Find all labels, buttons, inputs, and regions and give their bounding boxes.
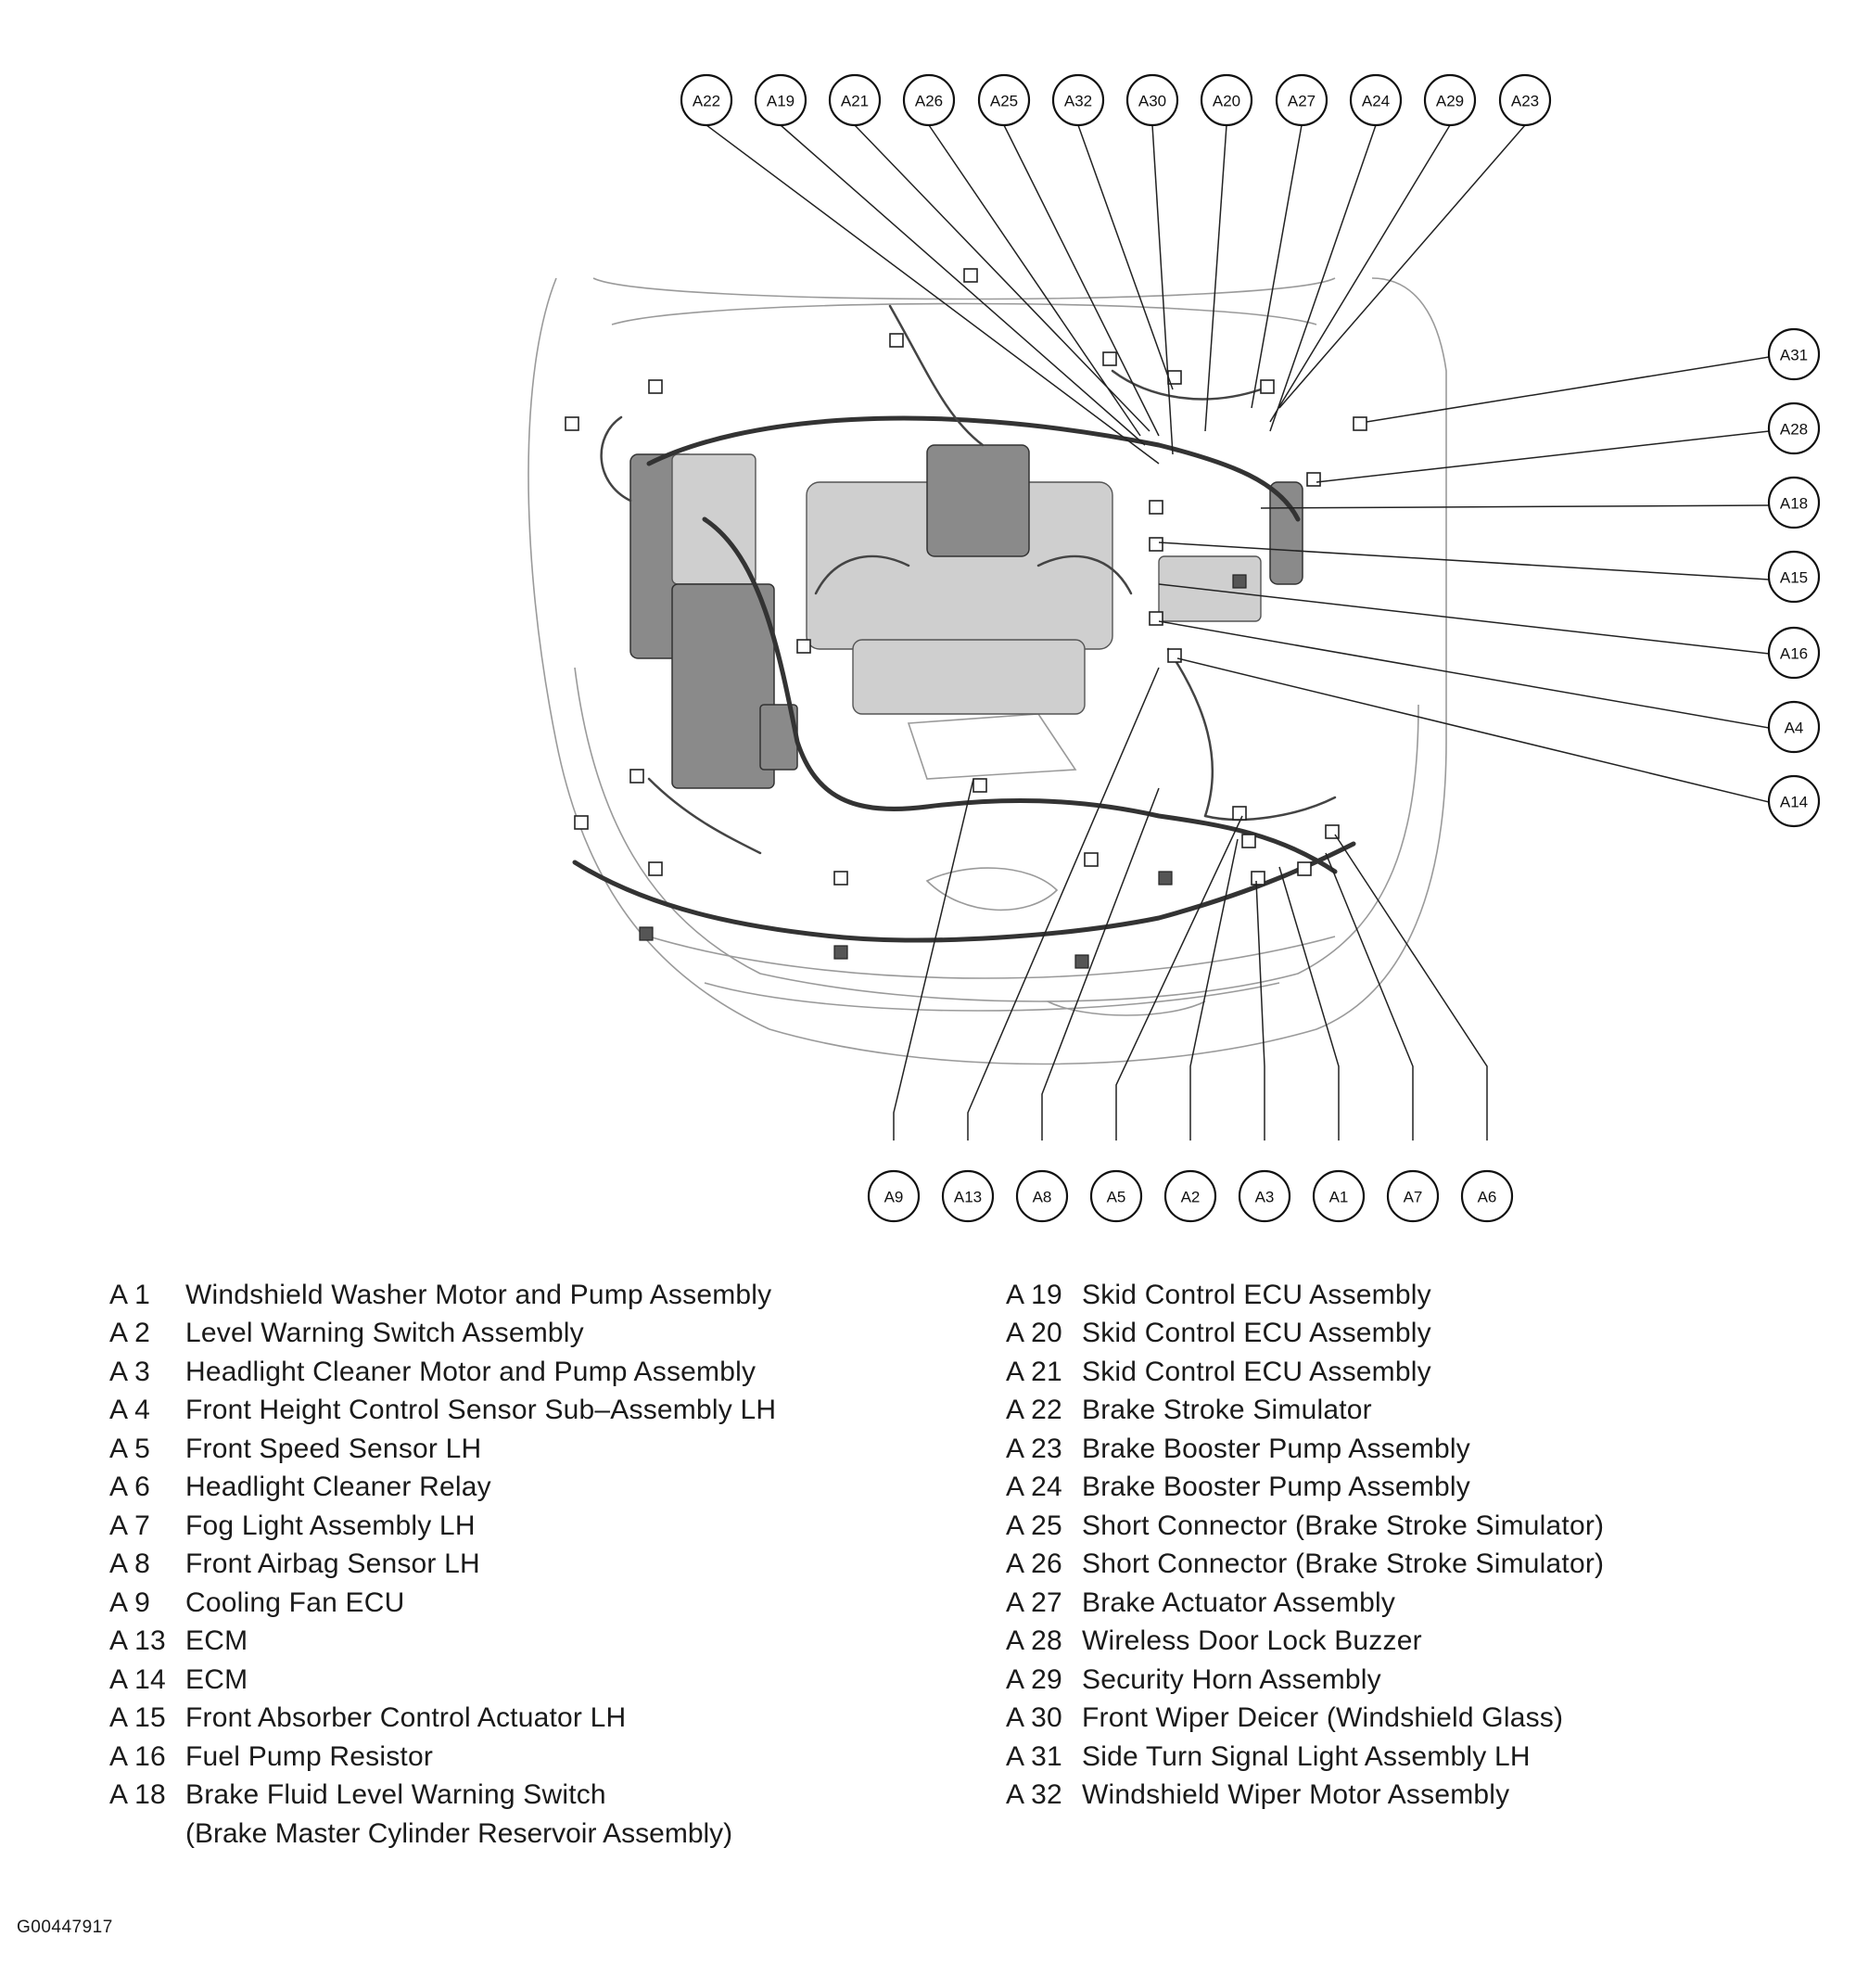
- callout-label: A28: [1780, 421, 1808, 439]
- callout-a20: A20: [1200, 73, 1253, 127]
- callout-label: A22: [693, 93, 720, 110]
- callout-label: A29: [1436, 93, 1464, 110]
- callout-label: A30: [1138, 93, 1166, 110]
- callout-a8: A8: [1015, 1169, 1069, 1223]
- callout-label: A26: [915, 93, 943, 110]
- callout-label: A19: [767, 93, 795, 110]
- callout-label: A32: [1064, 93, 1092, 110]
- callouts-bottom: A9 A13 A8 A5 A2 A3 A1 A7 A6: [867, 1169, 1514, 1223]
- vehicle-outline: [528, 277, 1447, 1065]
- callout-label: A15: [1780, 569, 1808, 587]
- callout-label: A4: [1785, 720, 1804, 737]
- callout-a19: A19: [754, 73, 807, 127]
- callout-a7: A7: [1386, 1169, 1440, 1223]
- callout-label: A9: [884, 1189, 904, 1206]
- callout-label: A31: [1780, 347, 1808, 364]
- leader-lines: [706, 124, 1770, 1141]
- callout-a32: A32: [1051, 73, 1105, 127]
- callout-a5: A5: [1089, 1169, 1143, 1223]
- callout-a30: A30: [1125, 73, 1179, 127]
- connectors: [565, 268, 1367, 969]
- callout-label: A1: [1329, 1189, 1349, 1206]
- callout-label: A13: [954, 1189, 982, 1206]
- callout-a1: A1: [1312, 1169, 1366, 1223]
- callout-label: A7: [1404, 1189, 1423, 1206]
- callout-a26: A26: [902, 73, 956, 127]
- callout-a23: A23: [1498, 73, 1552, 127]
- callout-label: A16: [1780, 645, 1808, 663]
- callout-a27: A27: [1275, 73, 1328, 127]
- callout-a6: A6: [1460, 1169, 1514, 1223]
- callout-a15: A15: [1767, 550, 1821, 604]
- callout-a18: A18: [1767, 476, 1821, 529]
- callout-a24: A24: [1349, 73, 1403, 127]
- callout-label: A23: [1511, 93, 1539, 110]
- callout-a25: A25: [977, 73, 1031, 127]
- callout-a28: A28: [1767, 401, 1821, 455]
- callout-a13: A13: [941, 1169, 995, 1223]
- callout-label: A5: [1107, 1189, 1126, 1206]
- figure-id: G00447917: [17, 1918, 113, 1937]
- callout-a14: A14: [1767, 774, 1821, 828]
- callout-a21: A21: [828, 73, 882, 127]
- callout-label: A8: [1033, 1189, 1052, 1206]
- callout-label: A25: [990, 93, 1018, 110]
- callout-a29: A29: [1423, 73, 1477, 127]
- callout-a3: A3: [1238, 1169, 1291, 1223]
- callout-label: A18: [1780, 495, 1808, 513]
- callouts-right: A31 A28 A18 A15 A16 A4 A14: [1767, 327, 1821, 828]
- callout-a2: A2: [1163, 1169, 1217, 1223]
- callout-label: A20: [1213, 93, 1240, 110]
- callout-a9: A9: [867, 1169, 921, 1223]
- callout-a4: A4: [1767, 700, 1821, 754]
- callout-label: A3: [1255, 1189, 1275, 1206]
- callout-label: A14: [1780, 794, 1808, 811]
- callout-label: A24: [1362, 93, 1390, 110]
- callout-label: A27: [1288, 93, 1316, 110]
- callout-a22: A22: [680, 73, 733, 127]
- callout-label: A6: [1478, 1189, 1497, 1206]
- callout-label: A21: [841, 93, 869, 110]
- wiring-harness: [572, 304, 1356, 943]
- engine-block: [759, 444, 1262, 771]
- callout-label: A2: [1181, 1189, 1201, 1206]
- callout-a16: A16: [1767, 626, 1821, 680]
- callout-a31: A31: [1767, 327, 1821, 381]
- callouts-top: A22 A19 A21 A26 A25 A32 A30 A20 A27 A24 …: [680, 73, 1552, 127]
